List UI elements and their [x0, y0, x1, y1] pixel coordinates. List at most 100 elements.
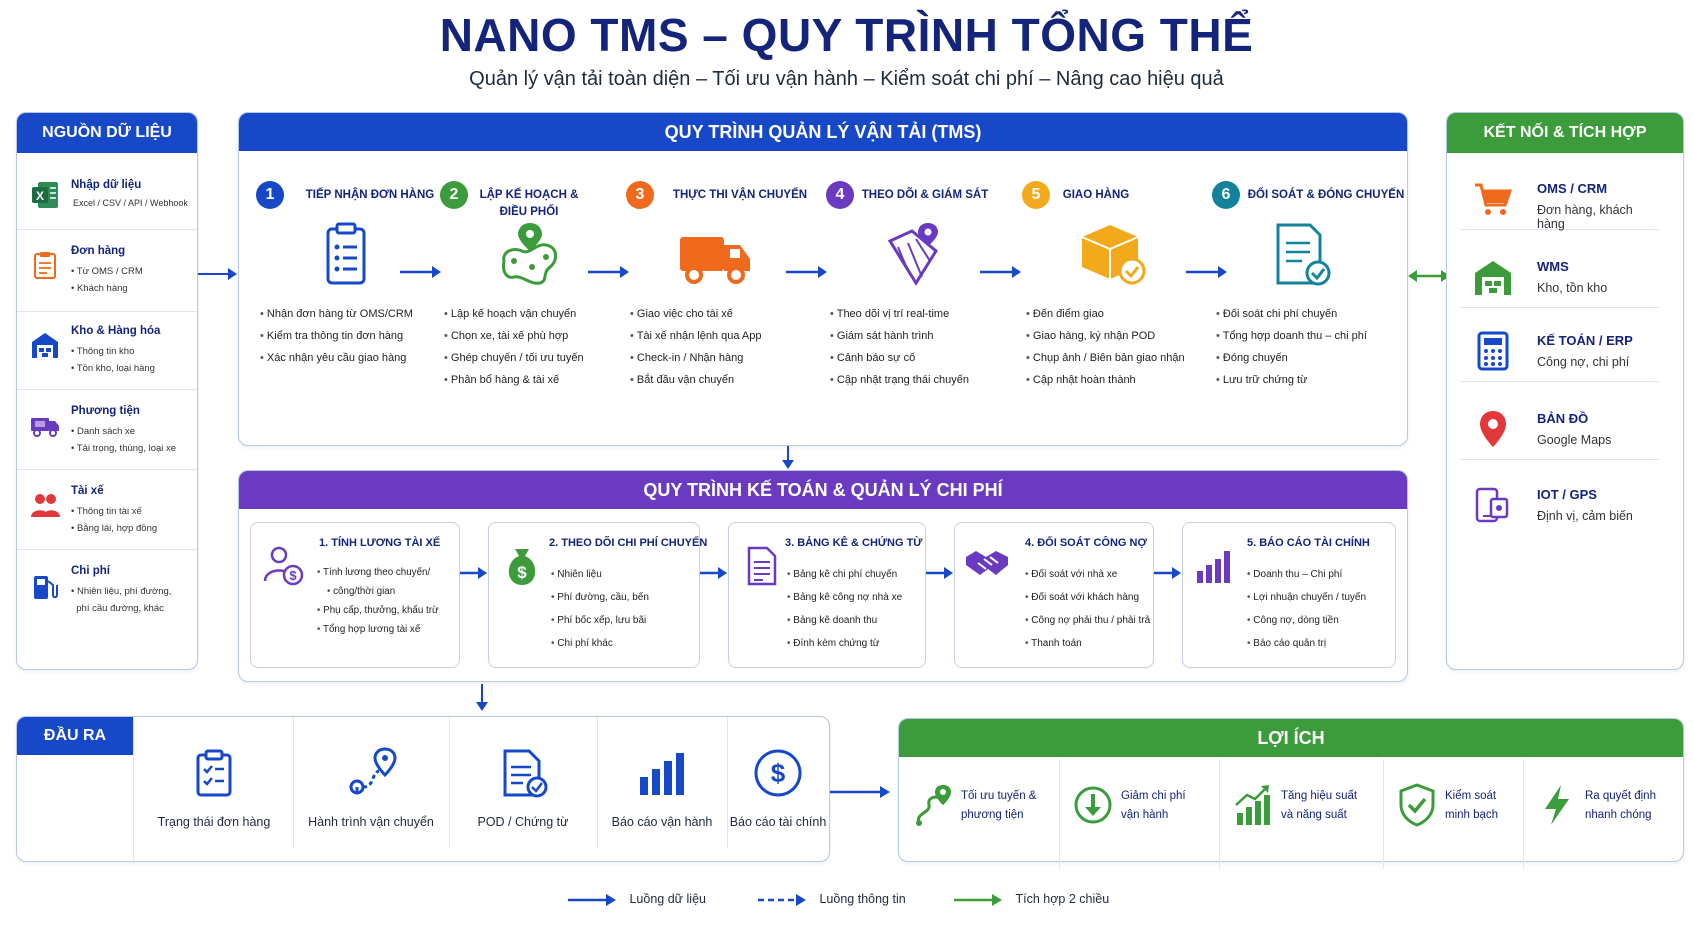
flow-arrow [786, 266, 827, 278]
integration-item-map[interactable]: BẢN ĐỒ Google Maps [1459, 399, 1659, 460]
step-item: Giao hàng, ký nhận POD [1026, 325, 1185, 347]
source-item-vehicles[interactable]: Phương tiện • Danh sách xe • Tải trọng, … [17, 397, 197, 470]
integration-name: KẾ TOÁN / ERP [1537, 333, 1633, 348]
accounting-card-5[interactable]: 5. BÁO CÁO TÀI CHÍNH Doanh thu – Chi phí… [1182, 522, 1396, 668]
step-item: Đến điểm giao [1026, 303, 1185, 325]
source-item-import[interactable]: X Nhập dữ liệu Excel / CSV / API / Webho… [17, 171, 197, 230]
card-item: Nhiên liệu [551, 563, 649, 586]
benefit-item-route[interactable]: Tối ưu tuyến & phương tiện [899, 759, 1060, 869]
output-item-route[interactable]: Hành trình vận chuyển [293, 717, 450, 849]
source-detail: • Tải trọng, thùng, loại xe [71, 443, 177, 454]
integration-item-iot[interactable]: IOT / GPS Định vị, cảm biến [1459, 475, 1659, 535]
integration-desc: Kho, tồn kho [1537, 281, 1608, 295]
tms-header: QUY TRÌNH QUẢN LÝ VẬN TẢI (TMS) [239, 113, 1407, 151]
benefit-line: phương tiện [961, 809, 1024, 821]
step-item: Giám sát hành trình [830, 325, 969, 347]
integration-item-wms[interactable]: WMS Kho, tồn kho [1459, 247, 1659, 308]
output-item-pod[interactable]: POD / Chứng từ [449, 717, 598, 849]
down-arrow [782, 446, 794, 469]
integration-name: WMS [1537, 259, 1569, 274]
step-item: Ghép chuyến / tối ưu tuyến [444, 347, 584, 369]
integration-name: IOT / GPS [1537, 487, 1597, 502]
fuel-icon [34, 576, 58, 599]
integration-header: KẾT NỐI & TÍCH HỢP [1447, 113, 1683, 153]
output-label: Trạng thái đơn hàng [157, 815, 271, 829]
card-item: Công nợ phải thu / phải trả [1025, 609, 1150, 632]
source-item-drivers[interactable]: Tài xế • Thông tin tài xế • Bằng lái, hợ… [17, 477, 197, 550]
growth-chart-icon [1235, 785, 1270, 825]
card-item: Phí đường, cầu, bến [551, 586, 649, 609]
benefit-line: vận hành [1121, 809, 1169, 821]
step-items: Đối soát chi phí chuyến Tổng hợp doanh t… [1212, 303, 1367, 391]
step-number: 4 [826, 181, 854, 209]
flow-arrow [460, 567, 487, 579]
source-item-costs[interactable]: Chi phí • Nhiên liệu, phí đường, phí cầu… [17, 557, 197, 637]
solid-arrow-icon [568, 893, 616, 906]
card-item: Báo cáo quản trị [1247, 632, 1366, 655]
flow-arrow [588, 266, 629, 278]
output-panel: ĐẦU RA Trạng thái đơn hàng Hành trình vậ… [16, 716, 830, 862]
step-item: Đóng chuyến [1216, 347, 1367, 369]
benefit-line: Tối ưu tuyến & [961, 790, 1037, 802]
step-item: Lưu trữ chứng từ [1216, 369, 1367, 391]
order-checklist-icon [326, 222, 366, 285]
step-item: Đối soát chi phí chuyến [1216, 303, 1367, 325]
page-subtitle: Quản lý vận tải toàn diện – Tối ưu vận h… [469, 68, 1224, 90]
output-header: ĐẦU RA [17, 717, 133, 755]
integration-name: BẢN ĐỒ [1537, 411, 1589, 426]
step-item: Cập nhật trạng thái chuyến [830, 369, 969, 391]
source-name: Nhập dữ liệu [71, 179, 142, 191]
step-number: 6 [1212, 181, 1240, 209]
tracking-map-icon [887, 223, 938, 286]
pod-document-icon [503, 749, 548, 798]
benefit-line: Ra quyết định [1585, 790, 1656, 802]
card-item: Bảng kê công nợ nhà xe [787, 586, 902, 609]
output-item-fin-report[interactable]: $ Báo cáo tài chính [727, 717, 829, 849]
step-number: 3 [626, 181, 654, 209]
output-item-order-status[interactable]: Trạng thái đơn hàng [135, 717, 294, 849]
document-check-icon [1276, 223, 1331, 286]
source-detail: • Thông tin kho [71, 346, 135, 357]
step-item: Xác nhận yêu cầu giao hàng [260, 347, 413, 369]
source-item-warehouse[interactable]: Kho & Hàng hóa • Thông tin kho • Tồn kho… [17, 317, 197, 390]
card-title: 3. BẢNG KÊ & CHỨNG TỪ [785, 537, 923, 549]
benefits-panel: LỢI ÍCH Tối ưu tuyến &phương tiện Giảm c… [898, 718, 1684, 869]
legend-data-flow: Luồng dữ liệu [568, 892, 706, 907]
card-item: Phụ cấp, thưởng, khấu trừ [317, 601, 438, 620]
source-name: Phương tiện [71, 405, 140, 417]
route-icon [349, 747, 397, 795]
accounting-card-4[interactable]: 4. ĐỐI SOÁT CÔNG NỢ Đối soát với nhà xe … [954, 522, 1154, 668]
dollar-circle-icon: $ [754, 749, 802, 797]
card-item: Bảng kê chi phí chuyến [787, 563, 902, 586]
integration-name: OMS / CRM [1537, 181, 1608, 196]
card-item: Doanh thu – Chi phí [1247, 563, 1366, 586]
step-item: Tổng hợp doanh thu – chi phí [1216, 325, 1367, 347]
source-item-orders[interactable]: Đơn hàng • Từ OMS / CRM • Khách hàng [17, 237, 197, 312]
flow-arrow [1186, 266, 1227, 278]
operations-chart-icon [640, 753, 684, 795]
card-items: Nhiên liệu Phí đường, cầu, bến Phí bốc x… [551, 563, 649, 655]
benefit-label: Tối ưu tuyến & phương tiện [961, 787, 1036, 825]
integration-item-oms[interactable]: OMS / CRM Đơn hàng, khách hàng [1459, 169, 1659, 231]
data-flow-arrow [198, 268, 237, 280]
clipboard-icon [34, 252, 56, 279]
flow-arrow [700, 567, 727, 579]
output-item-ops-report[interactable]: Báo cáo vận hành [597, 717, 728, 849]
accounting-card-2[interactable]: $ 2. THEO DÕI CHI PHÍ CHUYẾN Nhiên liệu … [488, 522, 707, 668]
source-name: Đơn hàng [71, 245, 126, 257]
sources-header: NGUỒN DỮ LIỆU [17, 113, 197, 153]
integration-item-erp[interactable]: KẾ TOÁN / ERP Công nợ, chi phí [1459, 321, 1659, 382]
output-label: Báo cáo vận hành [611, 815, 713, 829]
svg-text:$: $ [517, 563, 527, 582]
accounting-card-3[interactable]: 3. BẢNG KÊ & CHỨNG TỪ Bảng kê chi phí ch… [728, 522, 926, 668]
step-label: THEO DÕI & GIÁM SÁT [861, 189, 989, 201]
card-item: Đối soát với nhà xe [1025, 563, 1150, 586]
accounting-card-1[interactable]: $ 1. TÍNH LƯƠNG TÀI XẾ Tính lương theo c… [250, 522, 460, 668]
card-item: công/thời gian [317, 582, 439, 601]
